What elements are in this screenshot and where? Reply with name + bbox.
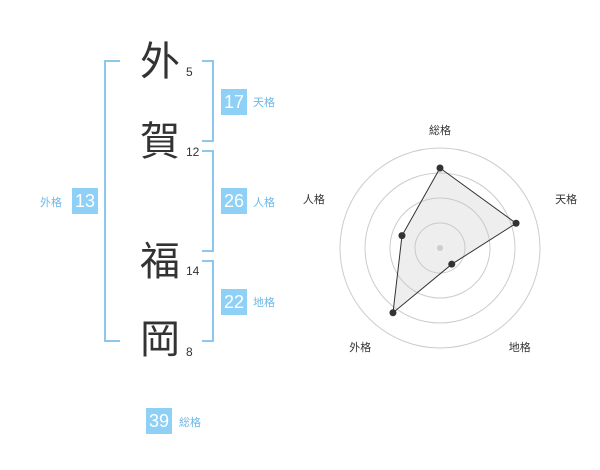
- jinkaku-label: 人格: [253, 196, 275, 209]
- tenkaku-value: 17: [221, 89, 247, 115]
- chikaku-bracket: [202, 260, 214, 342]
- stroke-count-3: 14: [186, 264, 200, 278]
- gaikaku-label: 外格: [40, 196, 62, 209]
- jinkaku-value: 26: [221, 188, 247, 214]
- name-char-3: 福: [140, 239, 180, 285]
- gaikaku-bracket: [104, 60, 120, 342]
- radar-point-4: [389, 309, 397, 317]
- name-char-2: 賀: [140, 119, 180, 165]
- stroke-count-4: 8: [186, 345, 193, 359]
- radar-point-2: [512, 219, 520, 227]
- soukaku-label: 総格: [179, 416, 201, 429]
- chikaku-label: 地格: [253, 296, 275, 309]
- radar-axis-label: 地格: [509, 340, 531, 354]
- name-char-1: 外: [140, 39, 180, 85]
- radar-axis-label: 外格: [349, 340, 371, 354]
- radar-data-area: [392, 167, 517, 314]
- soukaku-value: 39: [146, 408, 172, 434]
- tenkaku-label: 天格: [253, 96, 275, 109]
- chikaku-value: 22: [221, 289, 247, 315]
- name-char-4: 岡: [140, 317, 180, 363]
- radar-ring: [389, 197, 491, 299]
- jinkaku-bracket: [202, 150, 214, 252]
- radar-point-5: [398, 232, 406, 240]
- tenkaku-bracket: [202, 60, 214, 142]
- radar-axis-label: 天格: [555, 192, 577, 206]
- radar-axis-label: 人格: [303, 192, 325, 206]
- stroke-count-2: 12: [186, 145, 200, 159]
- radar-ring: [364, 172, 516, 324]
- radar-center-dot: [437, 245, 443, 251]
- radar-axis-label: 総格: [429, 123, 451, 137]
- radar-ring: [414, 222, 466, 274]
- stroke-count-1: 5: [186, 65, 193, 79]
- radar-ring: [339, 147, 541, 349]
- radar-point-3: [448, 260, 456, 268]
- gaikaku-value: 13: [72, 188, 98, 214]
- radar-point-1: [436, 164, 444, 172]
